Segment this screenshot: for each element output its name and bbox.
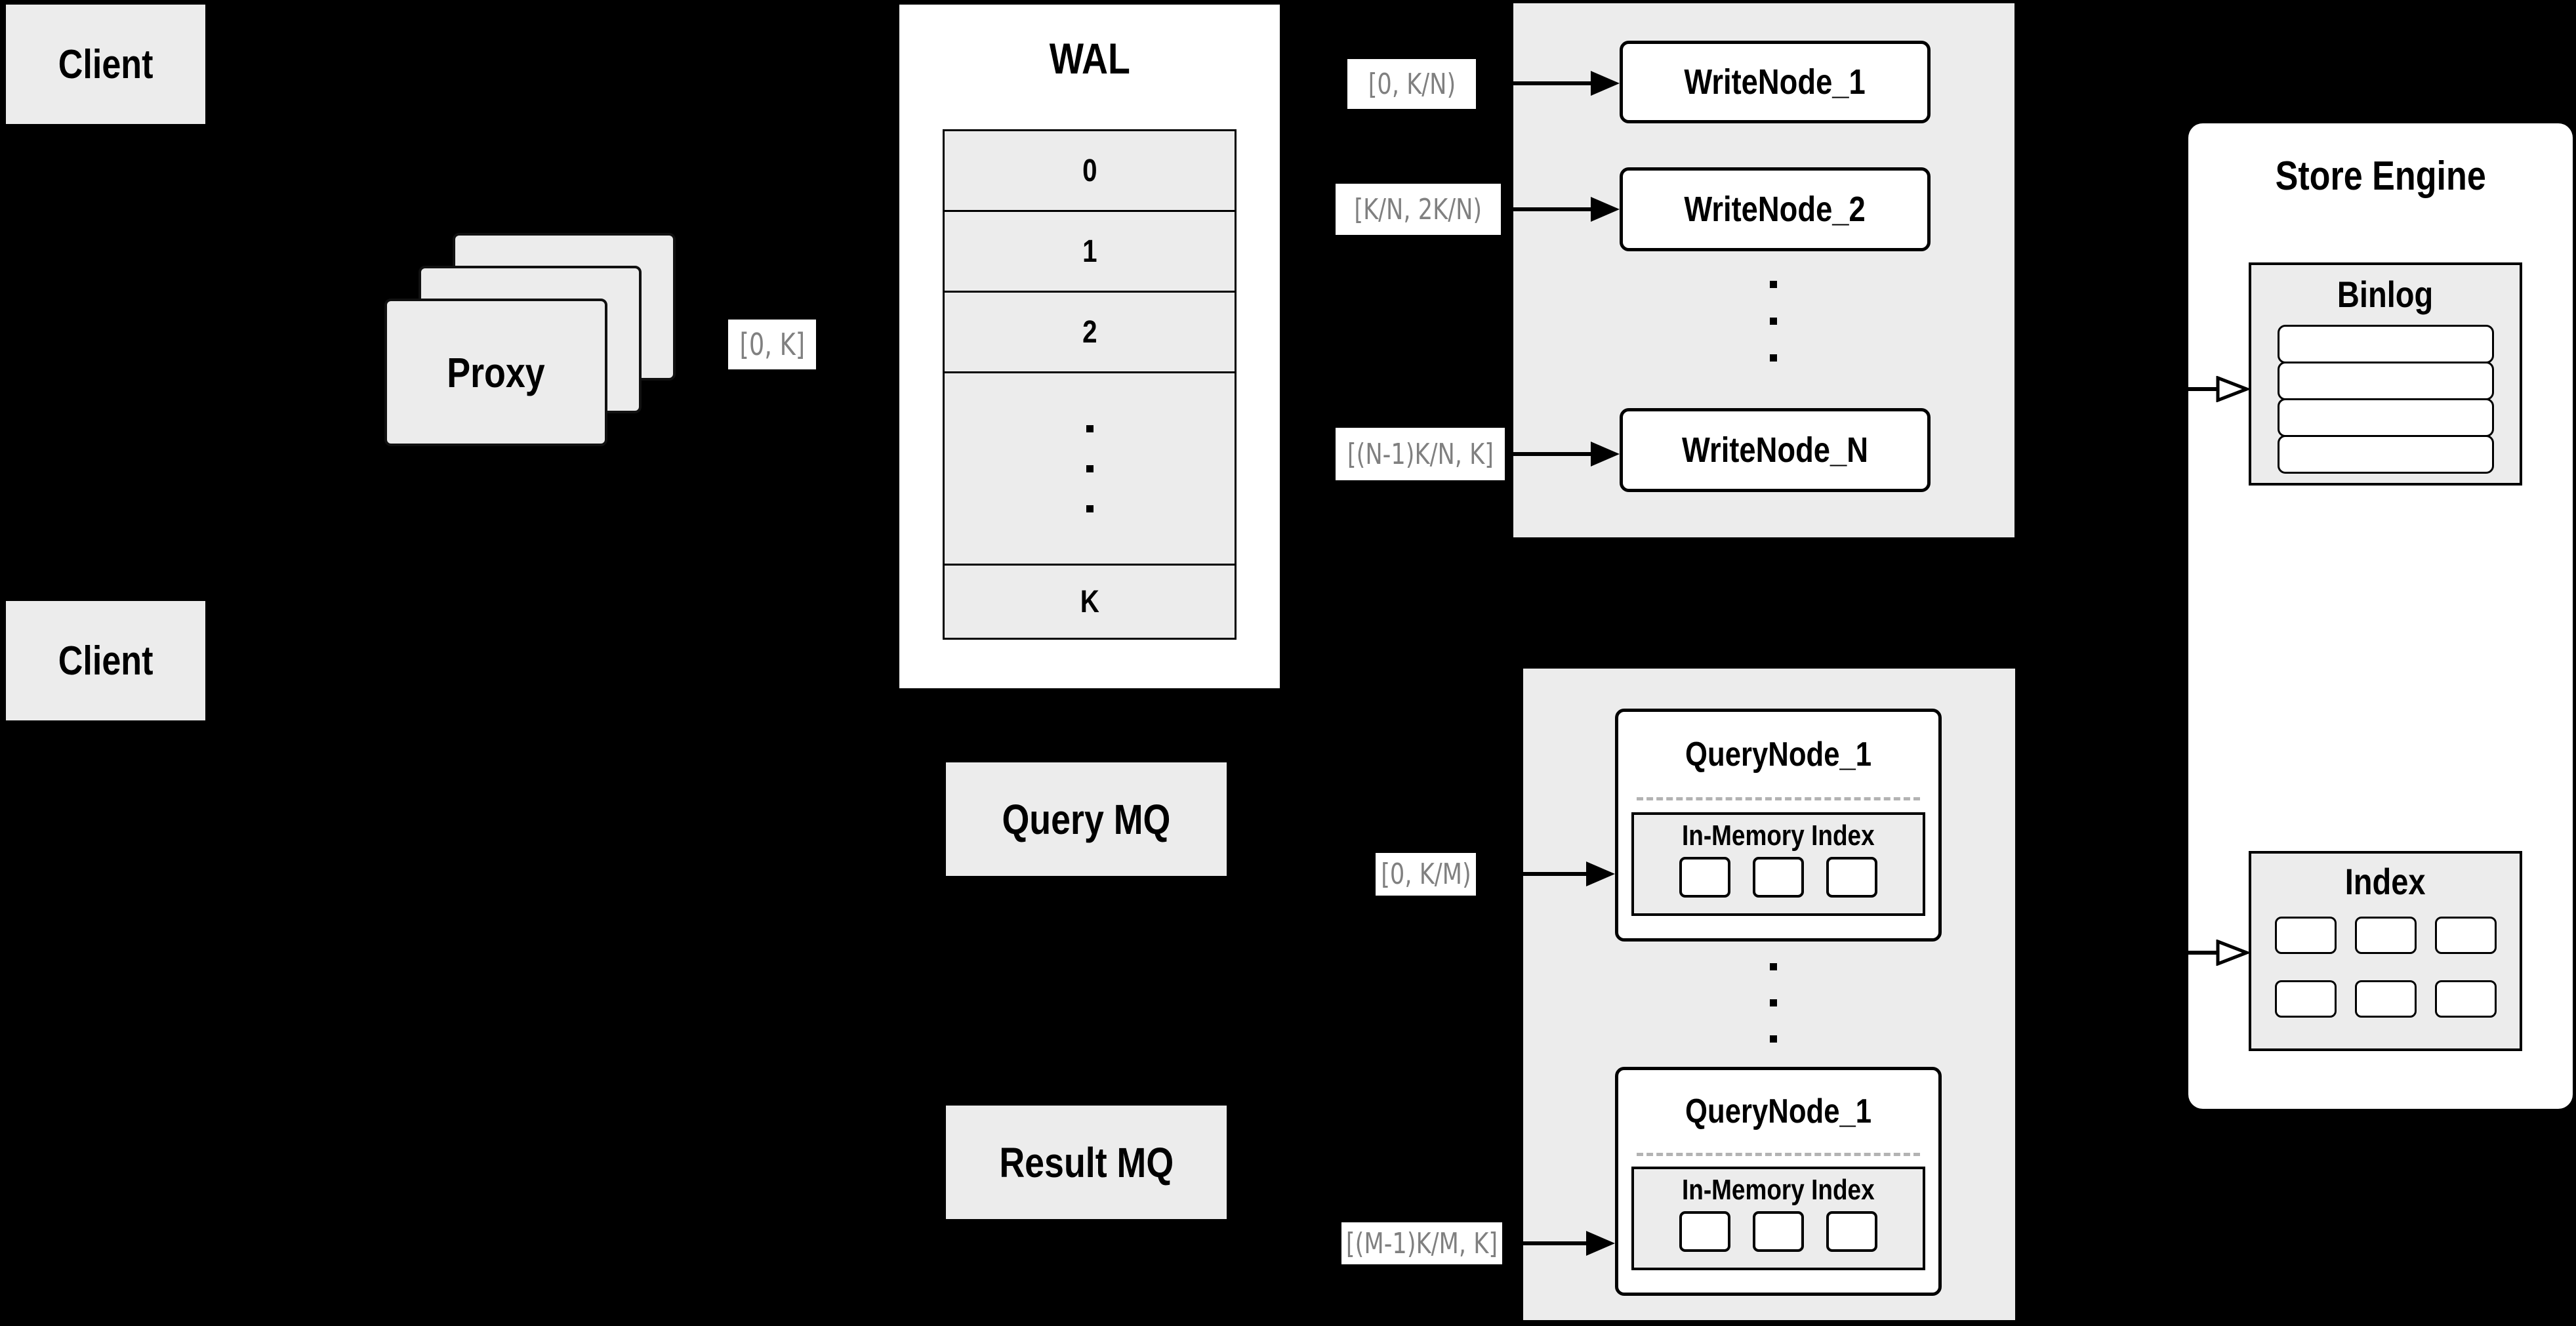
dashed-divider	[1637, 797, 1920, 800]
dashed-divider	[1637, 1153, 1920, 1156]
vertical-ellipsis-dot	[1086, 505, 1094, 512]
index-cell	[2274, 980, 2337, 1018]
arrow-right-icon	[1586, 1231, 1615, 1256]
vertical-ellipsis-dot	[1770, 963, 1777, 970]
client-top-label: Client	[58, 41, 153, 87]
binlog-row	[2277, 398, 2494, 437]
write-range-label-2: [K/N, 2K/N)	[1336, 184, 1501, 235]
segment-cell	[1679, 1211, 1730, 1252]
arrow-shaft	[1501, 207, 1594, 211]
client-bottom-label: Client	[58, 638, 153, 684]
open-arrow-right-icon	[2216, 940, 2249, 966]
wal-row-0: 0	[943, 129, 1237, 212]
client-box-top: Client	[6, 5, 205, 124]
vertical-ellipsis-dot	[1770, 318, 1777, 325]
index-cell-row	[2251, 980, 2520, 1018]
write-range-label-1: [0, K/N)	[1347, 59, 1476, 109]
vertical-ellipsis-dot	[1770, 999, 1777, 1006]
segment-cell	[1753, 1211, 1804, 1252]
query-node-2: QueryNode_1 In-Memory Index	[1615, 1067, 1942, 1296]
store-engine-title: Store Engine	[2275, 153, 2486, 199]
arrow-shaft	[2188, 951, 2222, 955]
in-memory-index-title: In-Memory Index	[1682, 1174, 1875, 1206]
segment-cell	[1826, 857, 1877, 898]
in-memory-index-box: In-Memory Index	[1631, 1167, 1925, 1270]
query-range-label-1: [0, K/M)	[1376, 853, 1476, 896]
wal-table: 0 1 2 K	[943, 129, 1237, 640]
arrow-shaft	[1505, 452, 1594, 456]
open-arrow-right-icon	[2216, 376, 2249, 402]
query-node-1-title: QueryNode_1	[1685, 736, 1872, 774]
proxy-card-front: Proxy	[384, 299, 607, 446]
index-cell	[2434, 917, 2497, 954]
arrow-shaft	[2188, 387, 2222, 391]
proxy-range-label: [0, K]	[728, 320, 816, 369]
wal-row-ellipsis	[943, 371, 1237, 566]
wal-title: WAL	[1049, 34, 1130, 83]
binlog-box: Binlog	[2249, 262, 2522, 486]
binlog-row	[2277, 325, 2494, 363]
query-node-1: QueryNode_1 In-Memory Index	[1615, 709, 1942, 942]
vertical-ellipsis-dot	[1770, 1035, 1777, 1043]
arrow-right-icon	[1591, 71, 1620, 96]
query-mq-box: Query MQ	[946, 762, 1227, 876]
arrow-right-icon	[1591, 442, 1620, 466]
index-title: Index	[2345, 860, 2426, 902]
in-memory-index-box: In-Memory Index	[1631, 812, 1925, 916]
index-cell	[2354, 917, 2417, 954]
arrow-right-icon	[1586, 861, 1615, 886]
arrow-shaft	[1476, 81, 1594, 85]
segment-row	[1634, 1211, 1923, 1252]
proxy-label: Proxy	[447, 348, 545, 396]
query-node-2-title: QueryNode_1	[1685, 1092, 1872, 1130]
binlog-title: Binlog	[2337, 273, 2434, 315]
query-range-label-2: [(M-1)K/M, K]	[1341, 1222, 1502, 1264]
write-range-label-3: [(N-1)K/N, K]	[1336, 428, 1505, 480]
index-cell	[2354, 980, 2417, 1018]
index-cell-row	[2251, 917, 2520, 954]
wal-row-k: K	[943, 564, 1237, 640]
client-box-bottom: Client	[6, 601, 205, 720]
segment-cell	[1679, 857, 1730, 898]
binlog-row	[2277, 362, 2494, 400]
wal-row-1: 1	[943, 210, 1237, 293]
segment-cell	[1753, 857, 1804, 898]
segment-cell	[1826, 1211, 1877, 1252]
write-node-2: WriteNode_2	[1620, 167, 1931, 251]
wal-row-2: 2	[943, 291, 1237, 373]
vertical-ellipsis-dot	[1086, 465, 1094, 472]
write-node-1: WriteNode_1	[1620, 41, 1931, 123]
binlog-row	[2277, 435, 2494, 474]
vertical-ellipsis-dot	[1086, 425, 1094, 432]
index-cell	[2274, 917, 2337, 954]
result-mq-box: Result MQ	[946, 1106, 1227, 1219]
vertical-ellipsis-dot	[1770, 354, 1777, 362]
binlog-rows	[2277, 325, 2494, 474]
arrow-right-icon	[1591, 197, 1620, 222]
index-cell	[2434, 980, 2497, 1018]
arrow-shaft	[1502, 1241, 1589, 1245]
write-node-n: WriteNode_N	[1620, 408, 1931, 492]
vertical-ellipsis-dot	[1770, 281, 1777, 288]
index-box: Index	[2249, 851, 2522, 1051]
segment-row	[1634, 857, 1923, 898]
wal-panel: WAL 0 1 2 K	[899, 5, 1280, 688]
arrow-shaft	[1476, 872, 1589, 876]
in-memory-index-title: In-Memory Index	[1682, 819, 1875, 852]
